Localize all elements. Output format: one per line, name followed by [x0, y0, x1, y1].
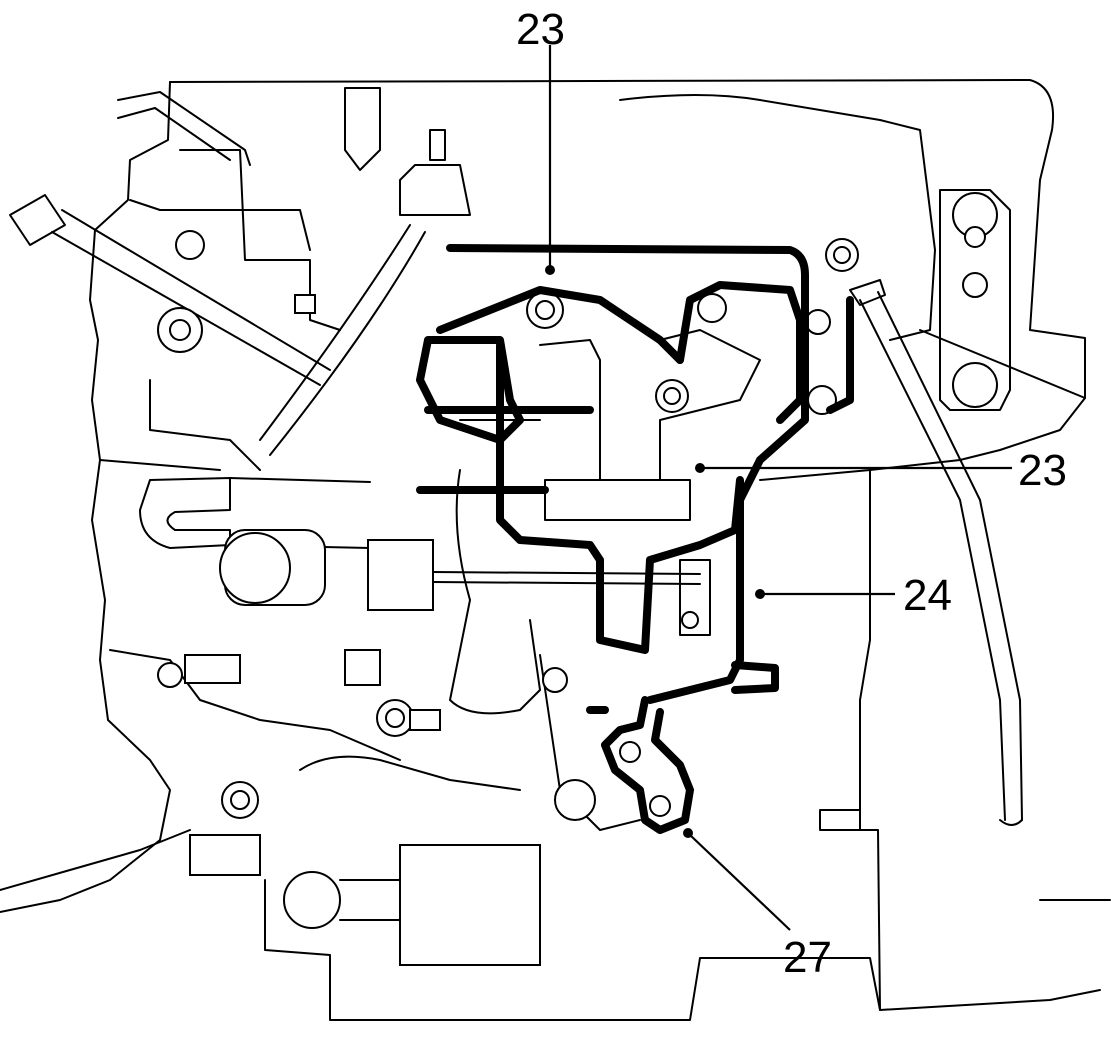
highlighted-bracket-27	[586, 696, 694, 834]
callout-label-24: 24	[903, 571, 952, 620]
callout-dot-27	[683, 828, 693, 838]
callout-dot-23b	[695, 463, 705, 473]
engine-block-outline	[0, 79, 1111, 1021]
highlighted-housing-24	[496, 341, 779, 704]
callout-dot-24	[755, 589, 765, 599]
callout-label-23-top: 23	[516, 5, 565, 54]
callout-labels: 23 23 24 27	[516, 5, 1067, 982]
hoses	[9, 87, 1023, 831]
callout-dot-23a	[545, 265, 555, 275]
callout-leaders	[545, 45, 1012, 931]
highlighted-gasket-23	[416, 244, 854, 504]
left-components	[139, 230, 701, 966]
callout-label-27: 27	[783, 933, 832, 982]
callout-label-23-right: 23	[1018, 446, 1067, 495]
